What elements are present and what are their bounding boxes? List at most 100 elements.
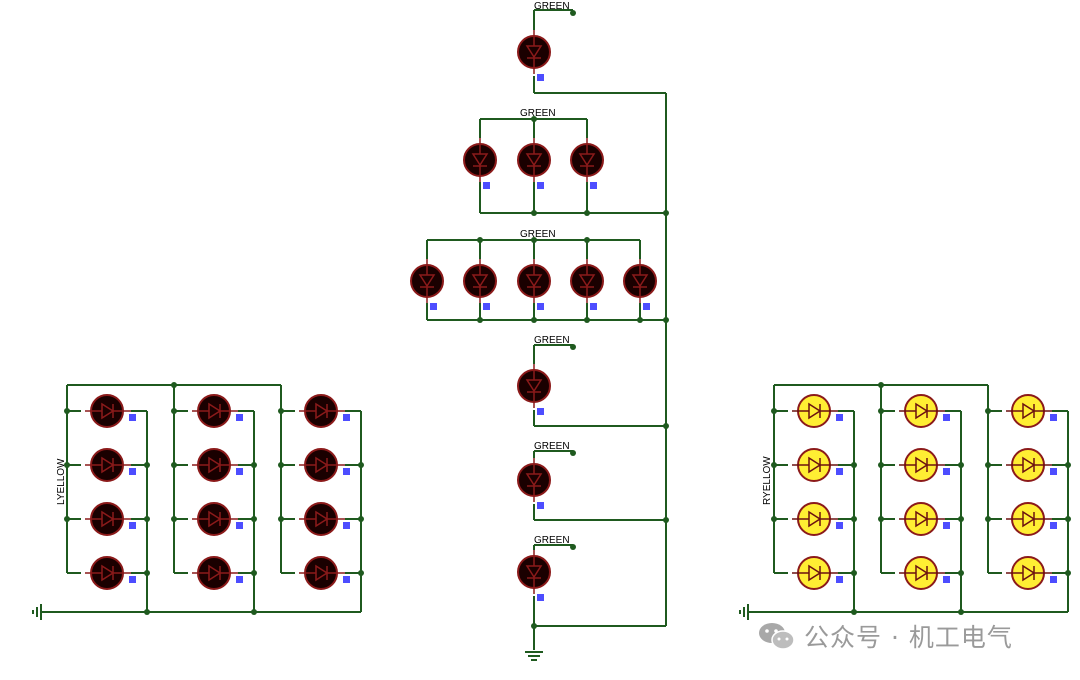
led-icon	[792, 394, 843, 428]
led-layer	[85, 30, 1057, 601]
junction-dot-128	[663, 210, 669, 216]
led-icon	[299, 556, 350, 590]
junction-dot-162	[570, 544, 576, 550]
junction-dot-10	[144, 462, 150, 468]
pin-marker	[343, 576, 350, 583]
junction-dot-148	[663, 317, 669, 323]
led-icon	[517, 550, 551, 601]
led-icon	[299, 448, 350, 482]
junction-dot-62	[771, 408, 777, 414]
pin-marker	[129, 468, 136, 475]
junction-dot-81	[878, 462, 884, 468]
junction-dot-13	[64, 516, 70, 522]
led-icon	[85, 448, 136, 482]
pin-marker	[943, 576, 950, 583]
led-icon	[192, 448, 243, 482]
pin-marker	[1050, 576, 1057, 583]
pin-marker	[236, 522, 243, 529]
led-icon	[517, 259, 551, 310]
led-icon	[517, 364, 551, 415]
pin-marker	[836, 468, 843, 475]
junction-dot-9	[64, 462, 70, 468]
led-icon	[570, 138, 604, 189]
junction-dot-1	[171, 382, 177, 388]
junction-dot-154	[663, 423, 669, 429]
pin-marker	[537, 408, 544, 415]
junction-dot-41	[278, 462, 284, 468]
junction-dot-52	[251, 609, 257, 615]
led-icon	[792, 502, 843, 536]
junction-dot-150	[570, 344, 576, 350]
junction-dot-101	[985, 516, 991, 522]
junction-dot-98	[1065, 462, 1071, 468]
junction-dot-42	[358, 462, 364, 468]
pin-marker	[483, 182, 490, 189]
junction-dot-131	[531, 237, 537, 243]
led-icon	[517, 30, 551, 81]
pin-marker	[836, 414, 843, 421]
junction-dot-108	[958, 609, 964, 615]
junction-dot-57	[878, 382, 884, 388]
pin-marker	[643, 303, 650, 310]
junction-dot-86	[958, 516, 964, 522]
led-icon	[85, 502, 136, 536]
led-icon	[299, 394, 350, 428]
green-label-5: GREEN	[534, 441, 570, 452]
led-icon	[899, 502, 950, 536]
junction-dot-46	[358, 516, 364, 522]
pin-marker	[343, 468, 350, 475]
left-group-label: LYELLOW	[56, 458, 67, 505]
junction-dot-17	[144, 570, 150, 576]
junction-dot-65	[771, 462, 777, 468]
led-icon	[899, 394, 950, 428]
green-label-2: GREEN	[520, 108, 556, 119]
green-label-4: GREEN	[534, 335, 570, 346]
junction-dot-29	[171, 516, 177, 522]
junction-dot-38	[278, 408, 284, 414]
junction-dot-156	[570, 450, 576, 456]
pin-marker	[590, 303, 597, 310]
led-icon	[1006, 556, 1057, 590]
junction-dot-26	[251, 462, 257, 468]
junction-dot-30	[251, 516, 257, 522]
pin-marker	[343, 522, 350, 529]
led-icon	[899, 448, 950, 482]
junction-dot-85	[878, 516, 884, 522]
led-icon	[517, 138, 551, 189]
junction-dot-144	[477, 317, 483, 323]
junction-dot-118	[531, 116, 537, 122]
led-icon	[192, 502, 243, 536]
pin-marker	[129, 414, 136, 421]
watermark: 公众号 · 机工电气	[758, 618, 1013, 654]
led-icon	[1006, 448, 1057, 482]
junction-dot-127	[584, 210, 590, 216]
junction-dot-70	[851, 516, 857, 522]
pin-marker	[537, 182, 544, 189]
pin-marker	[836, 576, 843, 583]
pin-marker	[236, 468, 243, 475]
junction-dot-6	[64, 408, 70, 414]
junction-dot-73	[851, 570, 857, 576]
right-group-label: RYELLOW	[762, 456, 773, 505]
junction-layer	[64, 10, 1071, 629]
junction-dot-126	[531, 210, 537, 216]
pin-marker	[483, 303, 490, 310]
pin-marker	[129, 522, 136, 529]
pin-marker	[943, 468, 950, 475]
junction-dot-160	[663, 517, 669, 523]
led-icon	[899, 556, 950, 590]
led-icon	[792, 448, 843, 482]
junction-dot-25	[171, 462, 177, 468]
junction-dot-107	[851, 609, 857, 615]
led-icon	[623, 259, 657, 310]
wechat-icon	[758, 621, 796, 651]
junction-dot-166	[531, 623, 537, 629]
junction-dot-45	[278, 516, 284, 522]
led-icon	[192, 556, 243, 590]
led-icon	[410, 259, 444, 310]
junction-dot-94	[985, 408, 991, 414]
junction-dot-132	[584, 237, 590, 243]
junction-dot-66	[851, 462, 857, 468]
green-label-1: GREEN	[534, 1, 570, 12]
junction-dot-82	[958, 462, 964, 468]
